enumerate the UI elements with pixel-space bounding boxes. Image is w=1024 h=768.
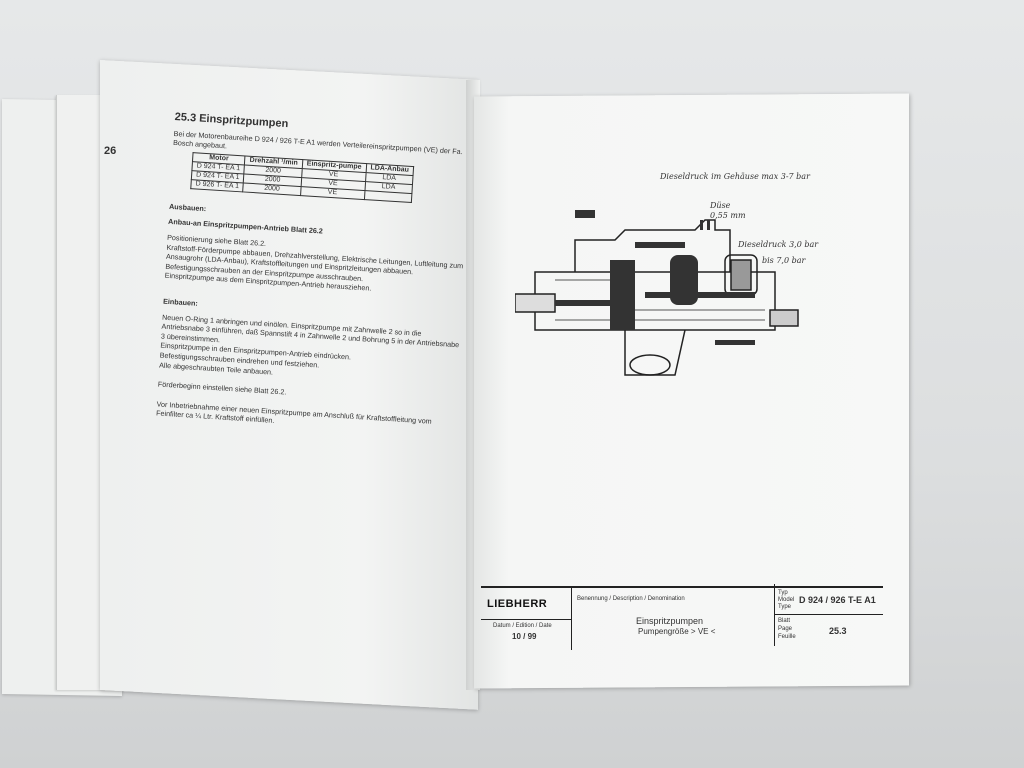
left-page-content: 25.3 Einspritzpumpen Bei der Motorenbaur…	[156, 111, 475, 437]
type-label: Typ	[778, 590, 788, 596]
handwritten-note: bis 7,0 bar	[762, 256, 806, 265]
cell	[363, 190, 412, 203]
handwritten-note: Dieseldruck im Gehäuse max 3-7 bar	[660, 172, 810, 181]
document-title: Einspritzpumpen	[636, 616, 704, 626]
date-value: 10 / 99	[512, 632, 537, 641]
handwritten-note: 0,55 mm	[710, 211, 746, 220]
title-block: LIEBHERR Datum / Edition / Date 10 / 99 …	[481, 584, 883, 652]
denomination-label: Benennung / Description / Denomination	[577, 596, 685, 602]
date-label: Datum / Edition / Date	[493, 623, 552, 629]
page-value: 25.3	[829, 626, 847, 636]
injection-pump-diagram	[515, 210, 799, 376]
page-label: Feuille	[778, 634, 796, 640]
model-value: D 924 / 926 T-E A1	[799, 595, 876, 605]
page-label: Blatt	[778, 618, 791, 624]
page-label: Page	[778, 626, 793, 632]
type-label: Type	[778, 604, 792, 610]
handwritten-note: Dieseldruck 3,0 bar	[738, 240, 819, 249]
underlying-page-number: 26	[104, 145, 117, 157]
document-subtitle: Pumpengröße > VE <	[638, 627, 716, 636]
handwritten-note: Düse	[710, 201, 731, 210]
liebherr-logo: LIEBHERR	[487, 598, 548, 610]
type-label: Model	[778, 597, 795, 603]
